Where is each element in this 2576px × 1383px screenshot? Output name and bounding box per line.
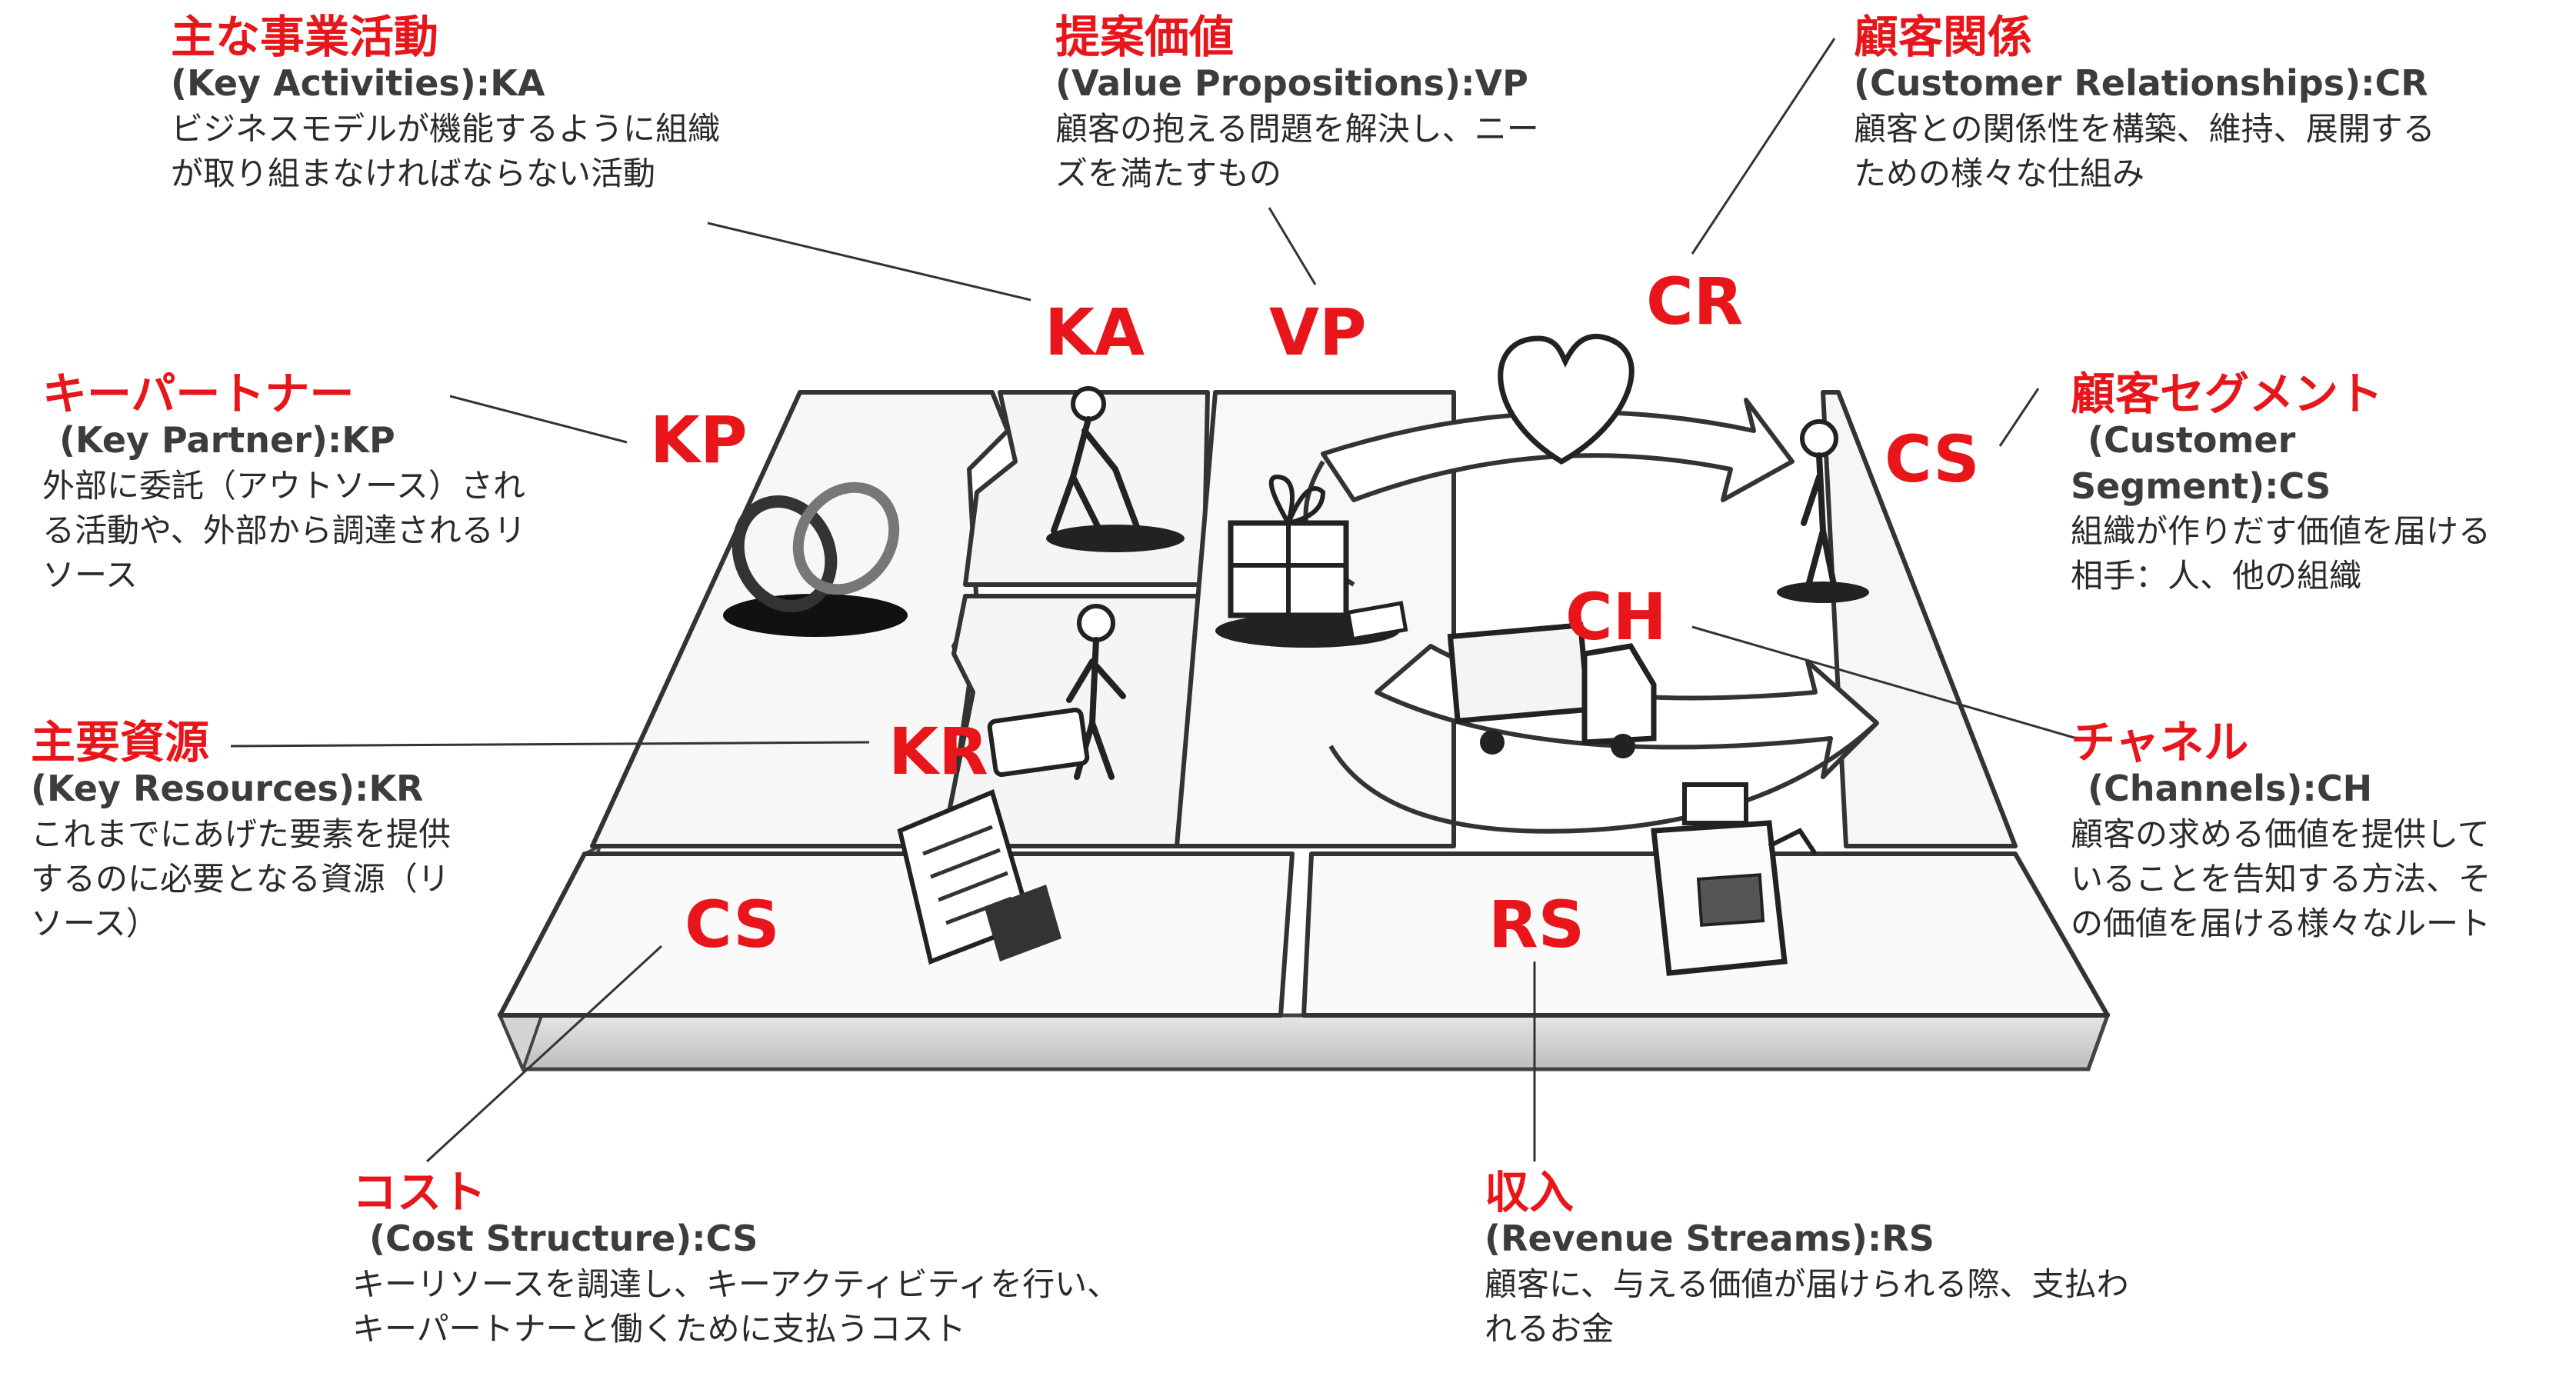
person-body-icon xyxy=(1066,637,1126,780)
code-cs-seg: CS xyxy=(1885,422,1980,497)
code-vp: VP xyxy=(1269,295,1367,370)
worker-shadow xyxy=(1046,525,1185,552)
vp-en-title: (Value Propositions):VP xyxy=(1055,62,1528,104)
tile-cost xyxy=(498,851,1295,1018)
ka-ja-title: 主な事業活動 xyxy=(171,11,439,63)
ring-icon-a xyxy=(731,495,838,613)
rs-en-title: (Revenue Streams):RS xyxy=(1485,1217,1934,1259)
customer-shadow xyxy=(1777,582,1869,603)
customer-body-icon xyxy=(1801,452,1838,592)
ring-icon-b xyxy=(792,482,900,595)
kr-description: これまでにあげた要素を提供 するのに必要となる資源（リ ソース） xyxy=(31,815,452,942)
block-revenue-streams: 収入 (Revenue Streams):RS 顧客に、与える価値が届けられる際… xyxy=(1485,1169,2292,1351)
cost-en-title: (Cost Structure):CS xyxy=(369,1217,758,1259)
board-edge-front xyxy=(497,1013,2111,1071)
block-key-partner: キーパートナー (Key Partner):KP 外部に委託（アウトソース）され… xyxy=(42,371,627,598)
cs-seg-ja-title: 顧客セグメント xyxy=(2071,368,2384,420)
leader-kp xyxy=(449,395,628,444)
kp-description: 外部に委託（アウトソース）され る活動や、外部から調達されるリ ソース xyxy=(42,466,526,594)
rs-description: 顧客に、与える価値が届けられる際、支払わ れるお金 xyxy=(1485,1265,2129,1348)
cost-ja-title: コスト xyxy=(352,1166,487,1218)
block-customer-relationships: 顧客関係 (Customer Relationships):CR 顧客との関係性… xyxy=(1854,14,2561,196)
gift-ribbon-icon xyxy=(1231,474,1346,615)
leader-cr xyxy=(1691,38,1836,255)
kr-en-title: (Key Resources):KR xyxy=(31,767,424,809)
kr-ja-title: 主要資源 xyxy=(31,716,210,768)
leader-cost xyxy=(425,945,663,1163)
leader-vp xyxy=(1268,207,1317,285)
cs-seg-en-title-line2: Segment):CS xyxy=(2071,465,2331,507)
truck-wheel-icon xyxy=(1480,730,1505,755)
cost-description: キーリソースを調達し、キーアクティビティを行い、 キーパートナーと働くために支払… xyxy=(352,1265,1120,1348)
block-key-resources: 主要資源 (Key Resources):KR これまでにあげた要素を提供 する… xyxy=(31,719,569,946)
truck-cab-icon xyxy=(1581,643,1657,745)
document-stack-icon xyxy=(985,885,1061,961)
ka-description: ビジネスモデルが機能するように組織 が取り組まなければならない活動 xyxy=(171,109,721,192)
channels-loop xyxy=(1328,721,1879,834)
document-lines-icon xyxy=(922,825,1012,925)
kp-en-title: (Key Partner):KP xyxy=(59,418,395,461)
heart-icon xyxy=(1498,333,1635,465)
leader-ch xyxy=(1691,625,2078,740)
register-screen-icon xyxy=(1682,782,1748,825)
cr-en-title: (Customer Relationships):CR xyxy=(1854,62,2428,104)
worker-body-icon xyxy=(1051,416,1141,534)
block-key-activities: 主な事業活動 (Key Activities):KA ビジネスモデルが機能するよ… xyxy=(171,14,863,196)
block-channels: チャネル (Channels):CH 顧客の求める価値を提供して いることを告知… xyxy=(2071,719,2571,946)
machine-icon xyxy=(987,708,1090,777)
code-kp: KP xyxy=(650,402,748,478)
kp-ja-title: キーパートナー xyxy=(42,368,355,420)
code-cr: CR xyxy=(1646,264,1744,339)
block-customer-segment: 顧客セグメント (Customer Segment):CS 組織が作りだす価値を… xyxy=(2071,371,2571,598)
ch-description: 顧客の求める価値を提供して いることを告知する方法、そ の価値を届ける様々なルー… xyxy=(2071,815,2491,942)
vp-description: 顧客の抱える問題を解決し、ニー ズを満たすもの xyxy=(1055,109,1539,192)
cs-seg-en-title-line1: (Customer xyxy=(2088,418,2296,461)
customer-head-icon xyxy=(1800,419,1838,458)
block-value-propositions: 提案価値 (Value Propositions):VP 顧客の抱える問題を解決… xyxy=(1055,14,1686,196)
ch-en-title: (Channels):CH xyxy=(2088,767,2373,809)
code-ka: KA xyxy=(1045,295,1145,370)
code-ch: CH xyxy=(1565,579,1667,655)
register-keys-icon xyxy=(1696,873,1765,927)
block-cost-structure: コスト (Cost Structure):CS キーリソースを調達し、キーアクテ… xyxy=(352,1169,1237,1351)
vp-ja-title: 提案価値 xyxy=(1055,11,1235,63)
leader-kr xyxy=(230,741,870,748)
rs-ja-title: 収入 xyxy=(1485,1166,1575,1218)
leader-ka xyxy=(707,222,1031,302)
gift-card-icon xyxy=(1345,601,1408,642)
code-cost: CS xyxy=(685,887,780,962)
worker-head-icon xyxy=(1071,386,1106,422)
code-kr: KR xyxy=(888,714,988,789)
cs-seg-description: 組織が作りだす価値を届ける 相手：人、他の組織 xyxy=(2071,512,2491,595)
leader-cs-seg xyxy=(1998,388,2040,447)
ch-ja-title: チャネル xyxy=(2071,716,2249,768)
register-handle-icon xyxy=(1768,828,1818,855)
truck-wheel-icon-2 xyxy=(1611,734,1635,758)
cr-ja-title: 顧客関係 xyxy=(1854,11,2033,63)
cr-description: 顧客との関係性を構築、維持、展開する ための様々な仕組み xyxy=(1854,109,2435,192)
ka-en-title: (Key Activities):KA xyxy=(171,62,545,104)
code-rs: RS xyxy=(1488,887,1585,962)
person-head-icon xyxy=(1077,604,1115,642)
